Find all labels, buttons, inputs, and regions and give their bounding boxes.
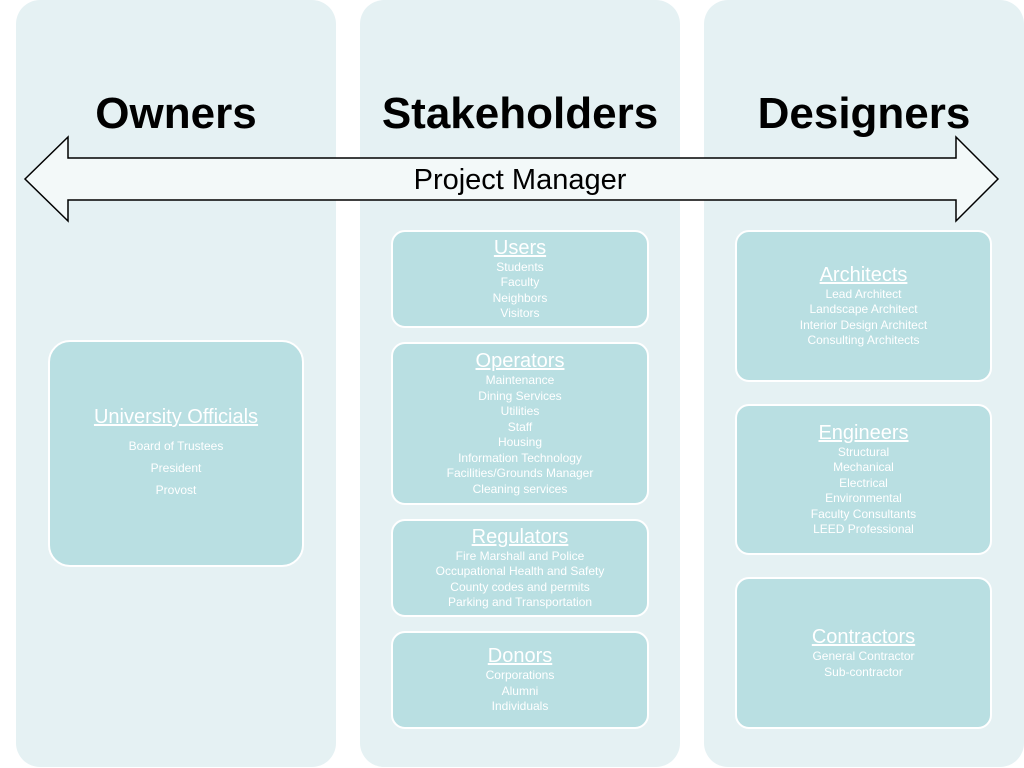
list-item: Housing xyxy=(497,435,542,449)
list-item: Faculty Consultants xyxy=(810,506,917,521)
list-item: Neighbors xyxy=(492,290,548,305)
users-box: Users Students Faculty Neighbors Visitor… xyxy=(391,230,649,328)
contractors-box: Contractors General Contractor Sub-contr… xyxy=(735,577,992,729)
box-items: Maintenance Dining Services Utilities St… xyxy=(447,373,594,497)
designers-heading: Designers xyxy=(757,89,971,138)
list-item: General Contractor xyxy=(812,649,915,663)
list-item: Lead Architect xyxy=(825,286,902,301)
box-title: Regulators xyxy=(471,525,569,548)
list-item: President xyxy=(150,461,202,475)
box-title: Users xyxy=(493,236,547,259)
list-item: Staff xyxy=(507,419,533,434)
list-item: Sub-contractor xyxy=(824,664,903,679)
list-item: Maintenance xyxy=(485,373,555,387)
box-title: Donors xyxy=(487,645,553,668)
list-item: Parking and Transportation xyxy=(447,595,593,609)
university-officials-box: University Officials Board of Trustees P… xyxy=(48,340,304,567)
list-item: Alumni xyxy=(501,683,539,698)
box-title: University Officials xyxy=(93,406,259,428)
list-item: Provost xyxy=(155,483,197,497)
owners-heading: Owners xyxy=(95,89,257,138)
list-item: Electrical xyxy=(839,475,888,490)
box-title: Architects xyxy=(819,263,908,286)
stakeholders-heading: Stakeholders xyxy=(381,89,659,138)
list-item: Occupational Health and Safety xyxy=(435,564,605,578)
regulators-box: Regulators Fire Marshall and Police Occu… xyxy=(391,519,649,617)
box-items: Fire Marshall and Police Occupational He… xyxy=(436,549,605,611)
list-item: Individuals xyxy=(491,699,549,714)
box-title: Engineers xyxy=(818,421,909,444)
list-item: Facilities/Grounds Manager xyxy=(446,466,594,480)
list-item: Dining Services xyxy=(478,388,562,403)
box-items: General Contractor Sub-contractor xyxy=(812,649,914,680)
list-item: Information Technology xyxy=(458,450,582,465)
list-item: Cleaning services xyxy=(472,481,568,496)
architects-box: Architects Lead Architect Landscape Arch… xyxy=(735,230,992,382)
box-items: Structural Mechanical Electrical Environ… xyxy=(811,445,916,538)
donors-box: Donors Corporations Alumni Individuals xyxy=(391,631,649,729)
box-items: Corporations Alumni Individuals xyxy=(486,668,555,715)
project-manager-label: Project Manager xyxy=(413,164,627,196)
operators-box: Operators Maintenance Dining Services Ut… xyxy=(391,342,649,505)
list-item: Board of Trustees xyxy=(128,439,224,453)
list-item: Utilities xyxy=(500,404,540,418)
list-item: Landscape Architect xyxy=(809,302,918,316)
list-item: Structural xyxy=(837,444,890,459)
list-item: Environmental xyxy=(825,491,902,505)
box-items: Lead Architect Landscape Architect Inter… xyxy=(800,287,927,349)
list-item: Corporations xyxy=(485,668,555,683)
list-item: Interior Design Architect xyxy=(799,317,928,332)
box-items: Students Faculty Neighbors Visitors xyxy=(493,260,548,322)
list-item: Mechanical xyxy=(833,460,894,474)
box-items: Board of Trustees President Provost xyxy=(129,435,224,501)
box-title: Operators xyxy=(475,350,565,372)
list-item: LEED Professional xyxy=(813,522,914,536)
list-item: Consulting Architects xyxy=(807,333,920,347)
list-item: Students xyxy=(496,259,544,274)
list-item: County codes and permits xyxy=(450,579,590,594)
list-item: Fire Marshall and Police xyxy=(455,548,585,563)
engineers-box: Engineers Structural Mechanical Electric… xyxy=(735,404,992,555)
list-item: Faculty xyxy=(500,275,540,289)
box-title: Contractors xyxy=(811,626,916,648)
list-item: Visitors xyxy=(500,306,540,320)
